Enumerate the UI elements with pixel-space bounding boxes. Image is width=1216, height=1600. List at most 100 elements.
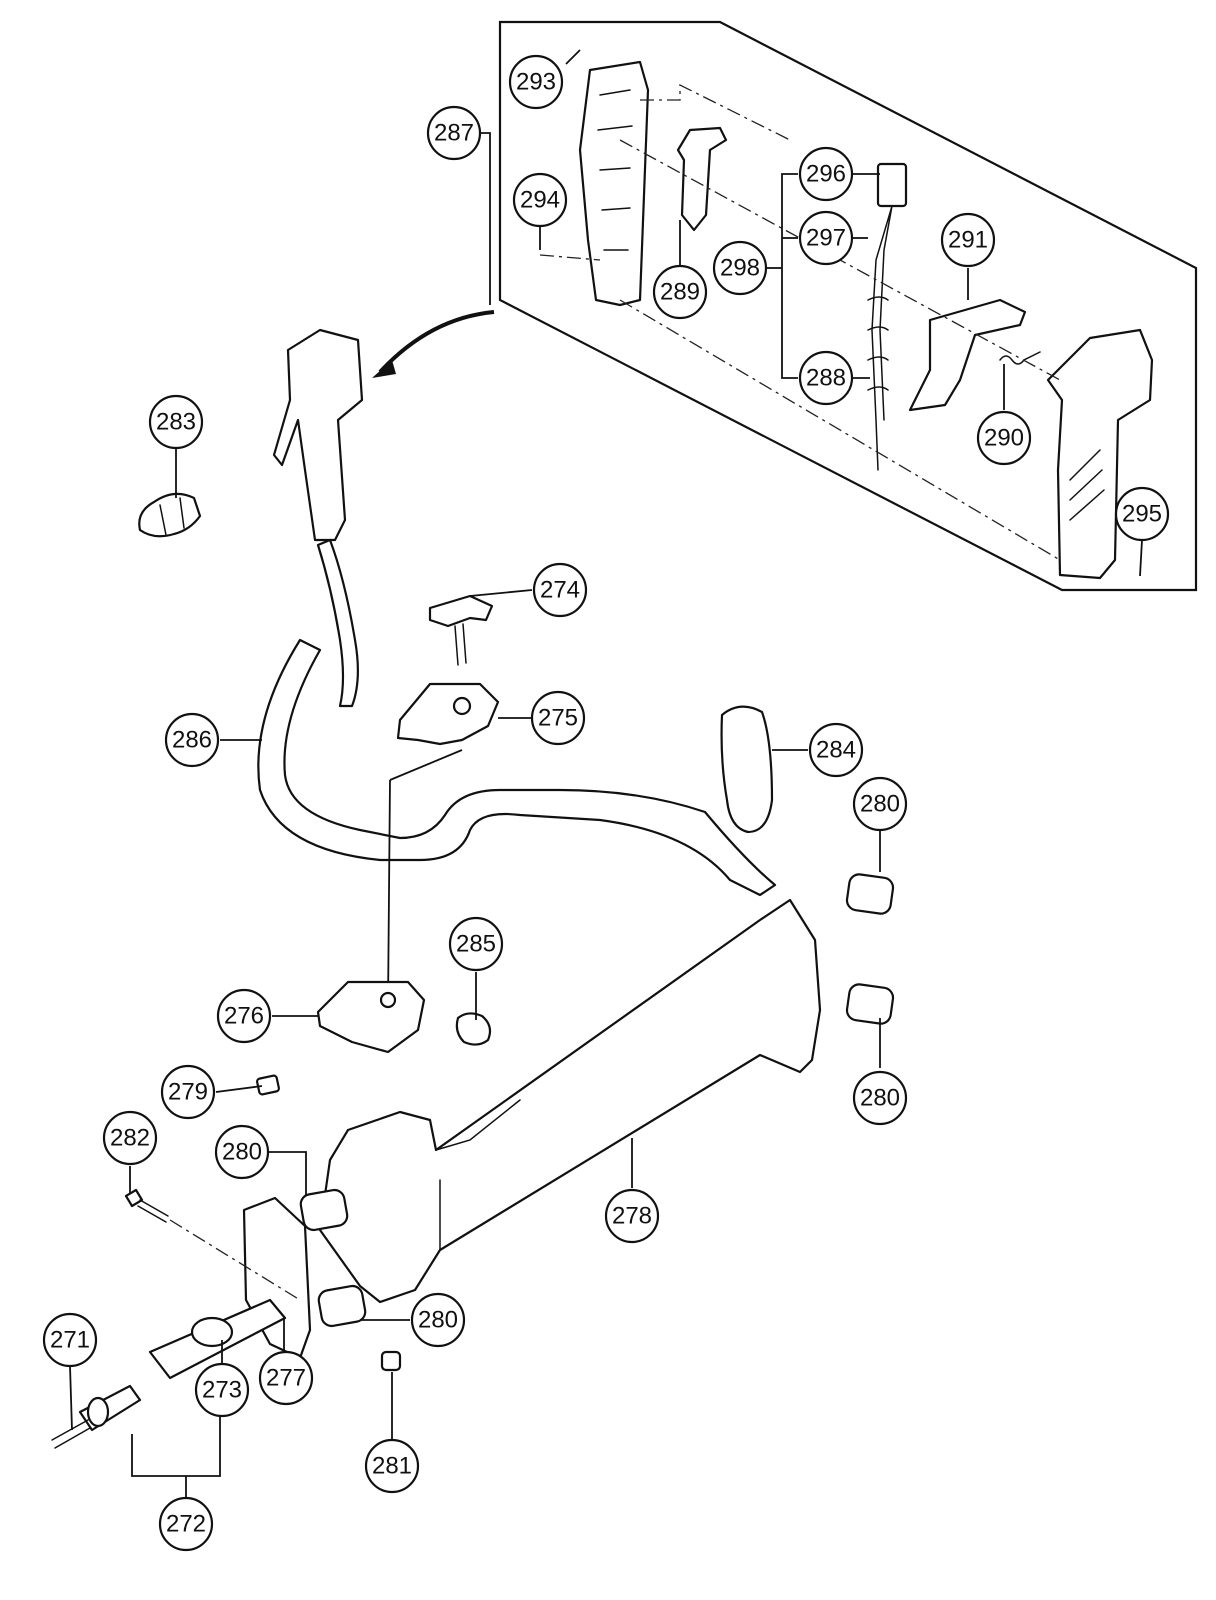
callout-label: 280: [222, 1139, 262, 1166]
callout-circle: [216, 988, 272, 1044]
handle-housing-left: [578, 60, 650, 307]
callout-label: 272: [166, 1511, 206, 1538]
callout-p293: 293: [508, 54, 564, 110]
clamp-knob: [428, 594, 494, 666]
callout-circle: [532, 562, 588, 618]
assembly-line: [387, 779, 391, 1006]
leader-line: [469, 589, 533, 597]
direction-arrow-head: [372, 360, 396, 378]
inset-frame: [498, 20, 1198, 592]
direction-arrow: [378, 310, 495, 374]
callout-circle: [808, 722, 864, 778]
callout-circle: [852, 776, 908, 832]
assembly-line: [539, 254, 601, 261]
callout-circle: [448, 916, 504, 972]
callout-p281: 281: [364, 1438, 420, 1494]
callout-circle: [214, 1124, 270, 1180]
callout-p272: 272: [158, 1496, 214, 1552]
callout-p284: 284: [808, 722, 864, 778]
callout-label: 295: [1122, 501, 1162, 528]
callout-p283: 283: [148, 394, 204, 450]
callout-p294: 294: [512, 172, 568, 228]
callout-p277: 277: [258, 1350, 314, 1406]
callout-label: 298: [720, 255, 760, 282]
callout-p275: 275: [530, 690, 586, 746]
callout-circle: [148, 394, 204, 450]
callout-p279: 279: [160, 1064, 216, 1120]
callout-label: 283: [156, 409, 196, 436]
callout-label: 280: [418, 1307, 458, 1334]
callout-label: 275: [538, 705, 578, 732]
callout-circle: [852, 1070, 908, 1126]
callout-label: 290: [984, 425, 1024, 452]
callout-label: 296: [806, 161, 846, 188]
rubber-bushing-lower-left: [317, 1284, 367, 1328]
callout-label: 280: [860, 1085, 900, 1112]
callout-circle: [798, 350, 854, 406]
callout-circle: [194, 1362, 250, 1418]
callouts: 2712722732742752762772782792802802802802…: [42, 54, 1170, 1552]
callout-circle: [1114, 486, 1170, 542]
callout-circle: [508, 54, 564, 110]
callout-circle: [364, 1438, 420, 1494]
handle-housing-right: [1046, 328, 1154, 580]
callout-label: 287: [434, 120, 474, 147]
callout-circle: [798, 146, 854, 202]
callout-circle: [940, 212, 996, 268]
leader-line: [781, 173, 798, 379]
callout-circle: [258, 1350, 314, 1406]
leader-line: [69, 1365, 73, 1431]
loop-handle-bar: [257, 638, 777, 897]
callout-label: 294: [520, 187, 560, 214]
callout-label: 289: [660, 279, 700, 306]
callout-p288: 288: [798, 350, 854, 406]
callout-label: 271: [50, 1327, 90, 1354]
leader-line: [268, 1151, 307, 1196]
assembly-line: [640, 83, 791, 141]
callout-p273: 273: [194, 1362, 250, 1418]
callout-label: 297: [806, 225, 846, 252]
callout-circle: [158, 1496, 214, 1552]
square-nut: [256, 1074, 280, 1096]
callout-p280a: 280: [852, 776, 908, 832]
switch-wiring: [867, 162, 908, 471]
callout-circle: [42, 1312, 98, 1368]
wire-clip: [455, 1012, 492, 1046]
callout-p286: 286: [164, 712, 220, 768]
callout-p291: 291: [940, 212, 996, 268]
assembly-line: [389, 749, 463, 781]
callout-p280b: 280: [852, 1070, 908, 1126]
lower-clamp: [316, 980, 426, 1054]
callout-circle: [102, 1110, 158, 1166]
leader-line: [1139, 539, 1143, 577]
main-housing: [318, 898, 822, 1304]
spring: [999, 351, 1041, 365]
leader-line: [215, 1085, 263, 1093]
callout-p278: 278: [604, 1188, 660, 1244]
callout-label: 274: [540, 577, 580, 604]
rubber-bushing-upper-right: [845, 873, 895, 915]
callout-label: 280: [860, 791, 900, 818]
callout-p271: 271: [42, 1312, 98, 1368]
callout-p287: 287: [426, 105, 482, 161]
callout-p282: 282: [102, 1110, 158, 1166]
callout-circle: [604, 1188, 660, 1244]
callout-label: 278: [612, 1203, 652, 1230]
callout-circle: [530, 690, 586, 746]
throttle-handle-assembly: [272, 328, 364, 708]
callout-circle: [976, 410, 1032, 466]
callout-circle: [652, 264, 708, 320]
callout-p285: 285: [448, 916, 504, 972]
callout-circle: [512, 172, 568, 228]
leader-line: [480, 132, 491, 305]
rubber-bushing-upper-left: [299, 1188, 349, 1232]
callout-circle: [712, 240, 768, 296]
callout-circle: [164, 712, 220, 768]
callout-p276: 276: [216, 988, 272, 1044]
callout-circle: [160, 1064, 216, 1120]
callout-label: 281: [372, 1453, 412, 1480]
callout-label: 288: [806, 365, 846, 392]
assembly-line: [619, 299, 1061, 561]
callout-p297: 297: [798, 210, 854, 266]
rubber-bushing-lower-right: [845, 983, 895, 1025]
